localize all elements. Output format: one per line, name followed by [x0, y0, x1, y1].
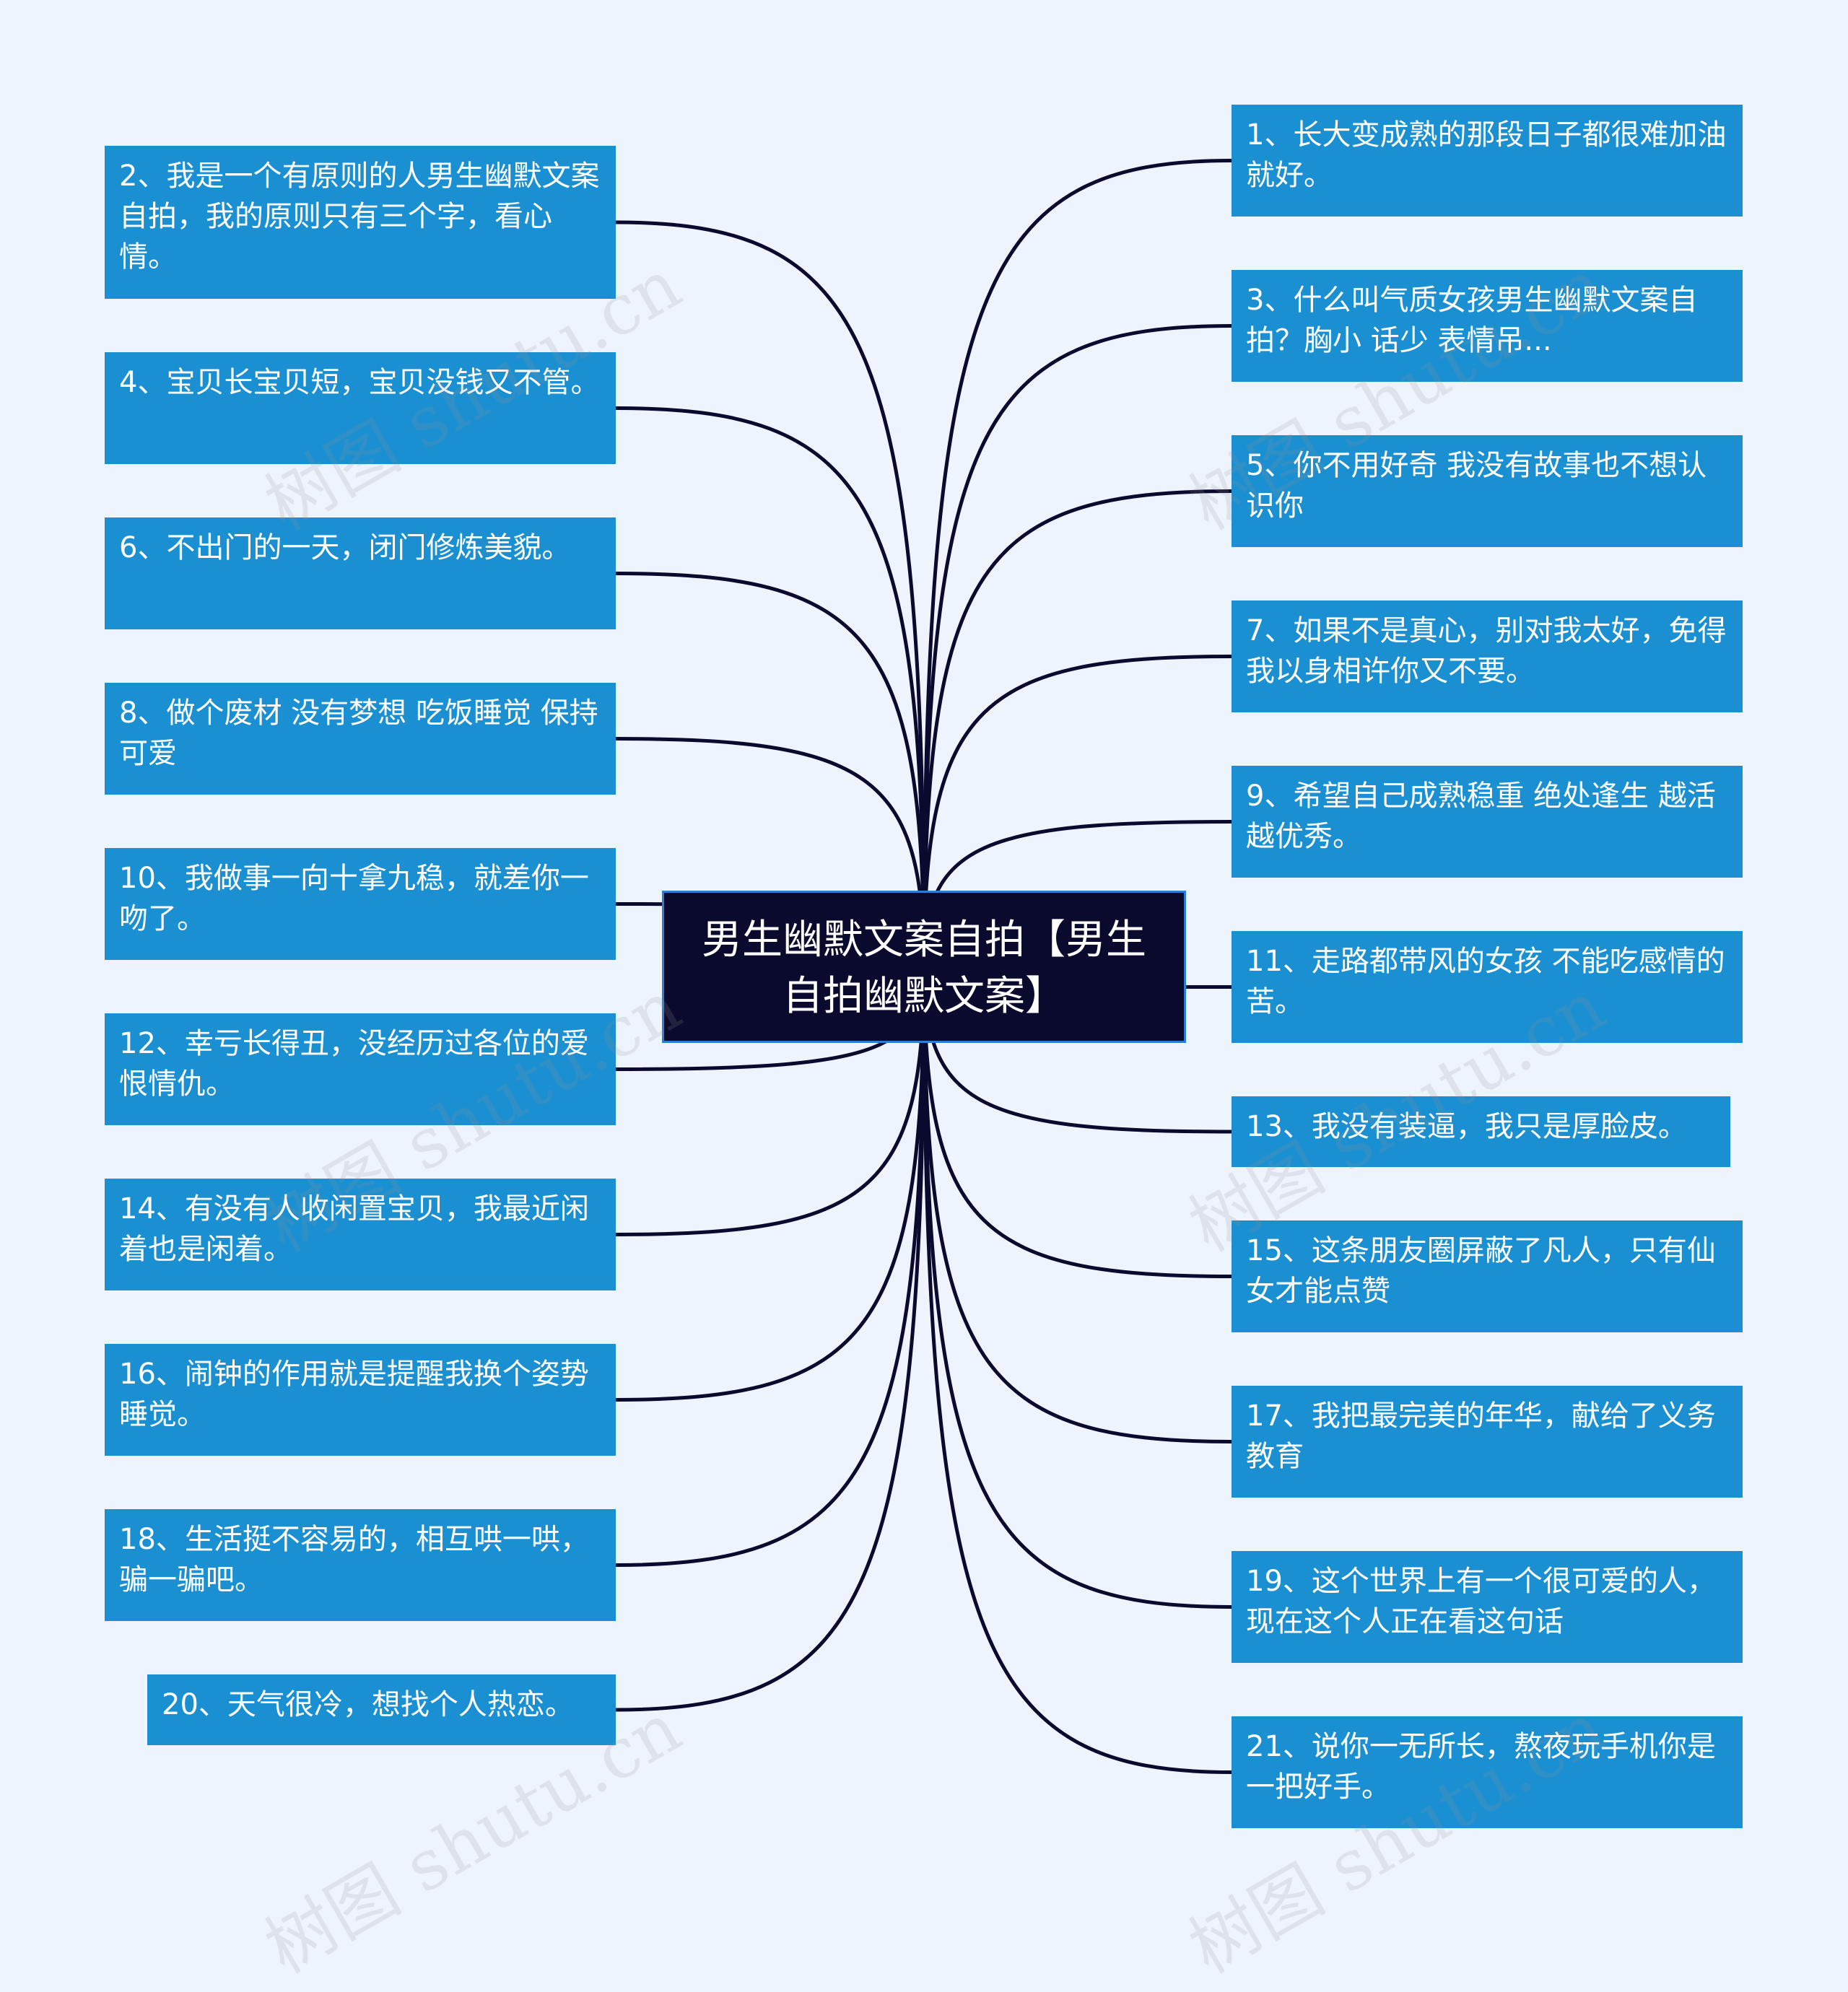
connector-line: [922, 966, 1232, 1443]
connector-line: [615, 572, 926, 968]
branch-node-13[interactable]: 13、我没有装逼，我只是厚脸皮。: [1232, 1096, 1730, 1167]
branch-node-16[interactable]: 16、闹钟的作用就是提醒我换个姿势睡觉。: [105, 1344, 616, 1456]
branch-node-21[interactable]: 21、说你一无所长，熬夜玩手机你是一把好手。: [1232, 1716, 1743, 1828]
connector-line: [615, 966, 926, 1567]
branch-node-17[interactable]: 17、我把最完美的年华，献给了义务教育: [1232, 1386, 1743, 1498]
branch-node-14[interactable]: 14、有没有人收闲置宝贝，我最近闲着也是闲着。: [105, 1179, 616, 1290]
branch-node-19[interactable]: 19、这个世界上有一个很可爱的人，现在这个人正在看这句话: [1232, 1551, 1743, 1663]
connector-line: [615, 966, 926, 1236]
branch-node-5[interactable]: 5、你不用好奇 我没有故事也不想认识你: [1232, 435, 1743, 547]
branch-node-15[interactable]: 15、这条朋友圈屏蔽了凡人，只有仙女才能点赞: [1232, 1220, 1743, 1332]
branch-node-20[interactable]: 20、天气很冷，想找个人热恋。: [147, 1674, 616, 1745]
branch-node-4[interactable]: 4、宝贝长宝贝短，宝贝没钱又不管。: [105, 352, 616, 464]
branch-node-10[interactable]: 10、我做事一向十拿九稳，就差你一吻了。: [105, 848, 616, 960]
branch-node-6[interactable]: 6、不出门的一天，闭门修炼美貌。: [105, 517, 616, 629]
branch-node-7[interactable]: 7、如果不是真心，别对我太好，免得我以身相许你又不要。: [1232, 600, 1743, 712]
connector-line: [922, 159, 1232, 968]
branch-node-2[interactable]: 2、我是一个有原则的人男生幽默文案自拍，我的原则只有三个字，看心情。: [105, 146, 616, 299]
connector-line: [922, 966, 1232, 1278]
branch-node-12[interactable]: 12、幸亏长得丑，没经历过各位的爱恨情仇。: [105, 1013, 616, 1125]
connector-line: [922, 966, 1232, 1774]
mind-map-canvas: 男生幽默文案自拍【男生自拍幽默文案】 2、我是一个有原则的人男生幽默文案自拍，我…: [105, 105, 1743, 1989]
connector-line: [922, 324, 1232, 968]
branch-node-3[interactable]: 3、什么叫气质女孩男生幽默文案自拍？胸小 话少 表情吊...: [1232, 270, 1743, 382]
root-topic[interactable]: 男生幽默文案自拍【男生自拍幽默文案】: [662, 891, 1186, 1043]
connector-line: [615, 406, 926, 968]
connector-line: [922, 655, 1232, 968]
branch-node-8[interactable]: 8、做个废材 没有梦想 吃饭睡觉 保持可爱: [105, 683, 616, 795]
connector-line: [615, 966, 926, 1402]
connector-line: [922, 966, 1232, 1609]
branch-node-1[interactable]: 1、长大变成熟的那段日子都很难加油就好。: [1232, 105, 1743, 217]
connector-line: [615, 220, 926, 968]
branch-node-11[interactable]: 11、走路都带风的女孩 不能吃感情的苦。: [1232, 931, 1743, 1043]
connector-line: [922, 489, 1232, 968]
branch-node-9[interactable]: 9、希望自己成熟稳重 绝处逢生 越活越优秀。: [1232, 766, 1743, 878]
branch-node-18[interactable]: 18、生活挺不容易的，相互哄一哄，骗一骗吧。: [105, 1509, 616, 1621]
connector-line: [615, 966, 926, 1712]
